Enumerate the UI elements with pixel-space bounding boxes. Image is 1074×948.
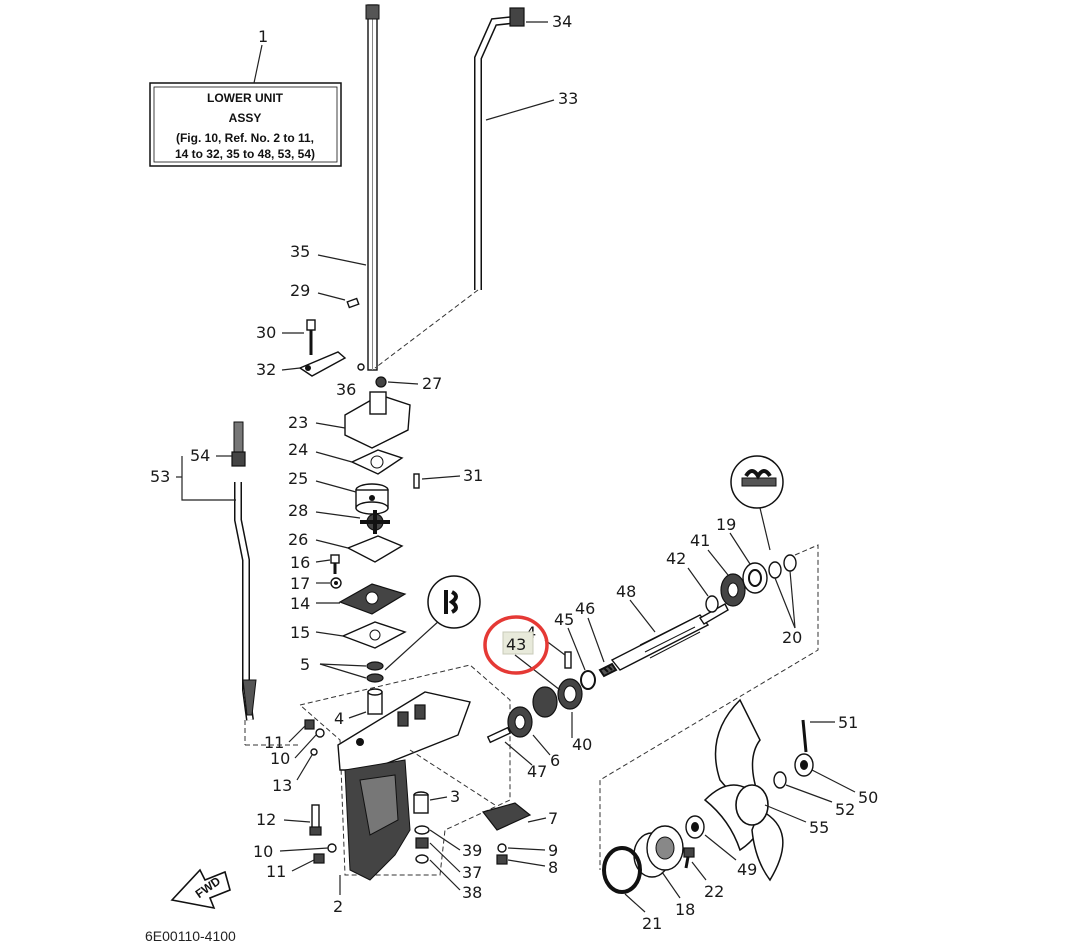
callout-18: 18 <box>675 900 695 919</box>
callout-19: 19 <box>716 515 736 534</box>
callout-27: 27 <box>422 374 442 393</box>
callout-41: 41 <box>690 531 710 550</box>
callout-40: 40 <box>572 735 592 754</box>
callout-55: 55 <box>809 818 829 837</box>
pump-housing <box>344 391 411 449</box>
callout-3: 3 <box>450 787 460 806</box>
callout-12: 12 <box>256 810 276 829</box>
callout-52: 52 <box>835 800 855 819</box>
callout-6: 6 <box>550 751 560 770</box>
callout-2: 2 <box>333 897 343 916</box>
callout-29: 29 <box>290 281 310 300</box>
callout-50: 50 <box>858 788 878 807</box>
callout-48: 48 <box>616 582 636 601</box>
callout-30: 30 <box>256 323 276 342</box>
highlight-circle <box>483 615 549 675</box>
callout-54: 54 <box>190 446 210 465</box>
callout-39: 39 <box>462 841 482 860</box>
callout-15: 15 <box>290 623 310 642</box>
callout-35: 35 <box>290 242 310 261</box>
callout-32: 32 <box>256 360 276 379</box>
drive-shaft <box>365 4 380 371</box>
callout-23: 23 <box>288 413 308 432</box>
callout-24: 24 <box>288 440 308 459</box>
callout-43: 43 <box>506 635 526 654</box>
detail-inset-bearing <box>730 455 784 509</box>
callout-14: 14 <box>290 594 310 613</box>
callout-10-upper: 10 <box>270 749 290 768</box>
callout-13: 13 <box>272 776 292 795</box>
callout-34: 34 <box>552 12 572 31</box>
callout-11-lower: 11 <box>266 862 286 881</box>
callout-26: 26 <box>288 530 308 549</box>
callout-9: 9 <box>548 841 558 860</box>
callout-49: 49 <box>737 860 757 879</box>
callout-17: 17 <box>290 574 310 593</box>
propeller-shaft <box>610 603 729 671</box>
callout-31: 31 <box>463 466 483 485</box>
callout-33: 33 <box>558 89 578 108</box>
impeller <box>360 510 390 534</box>
lower-casing <box>337 691 471 881</box>
drawing-code: 6E00110-4100 <box>145 928 236 944</box>
callout-37: 37 <box>462 863 482 882</box>
callout-53: 53 <box>150 467 170 486</box>
callout-36: 36 <box>336 380 356 399</box>
title-line-2: ASSY <box>229 111 262 125</box>
callout-38: 38 <box>462 883 482 902</box>
shift-rod-lower <box>231 421 257 745</box>
callout-20: 20 <box>782 628 802 647</box>
callout-42: 42 <box>666 549 686 568</box>
callout-28: 28 <box>288 501 308 520</box>
callout-22: 22 <box>704 882 724 901</box>
shift-rod-upper <box>374 7 525 369</box>
callout-21: 21 <box>642 914 662 933</box>
detail-inset-seal <box>427 575 481 629</box>
callout-16: 16 <box>290 553 310 572</box>
fwd-direction-arrow: FWD <box>170 868 231 910</box>
callout-4-lower: 4 <box>334 709 344 728</box>
title-box: LOWER UNIT ASSY (Fig. 10, Ref. No. 2 to … <box>149 27 342 167</box>
callout-7: 7 <box>548 809 558 828</box>
callout-11-upper: 11 <box>264 733 284 752</box>
callout-25: 25 <box>288 469 308 488</box>
forward-gear <box>507 686 558 738</box>
callout-46: 46 <box>575 599 595 618</box>
callout-1: 1 <box>258 27 268 46</box>
title-line-4: 14 to 32, 35 to 48, 53, 54) <box>175 147 315 161</box>
highlighted-callout-43: 43 <box>483 615 561 691</box>
callout-45: 45 <box>554 610 574 629</box>
title-line-1: LOWER UNIT <box>207 91 284 105</box>
clutch <box>557 678 583 710</box>
propeller <box>703 698 784 882</box>
callout-47: 47 <box>527 762 547 781</box>
callout-8: 8 <box>548 858 558 877</box>
callout-10-lower: 10 <box>253 842 273 861</box>
callout-5: 5 <box>300 655 310 674</box>
propeller-shaft-housing <box>633 825 684 878</box>
callout-51: 51 <box>838 713 858 732</box>
title-line-3: (Fig. 10, Ref. No. 2 to 11, <box>176 131 314 145</box>
